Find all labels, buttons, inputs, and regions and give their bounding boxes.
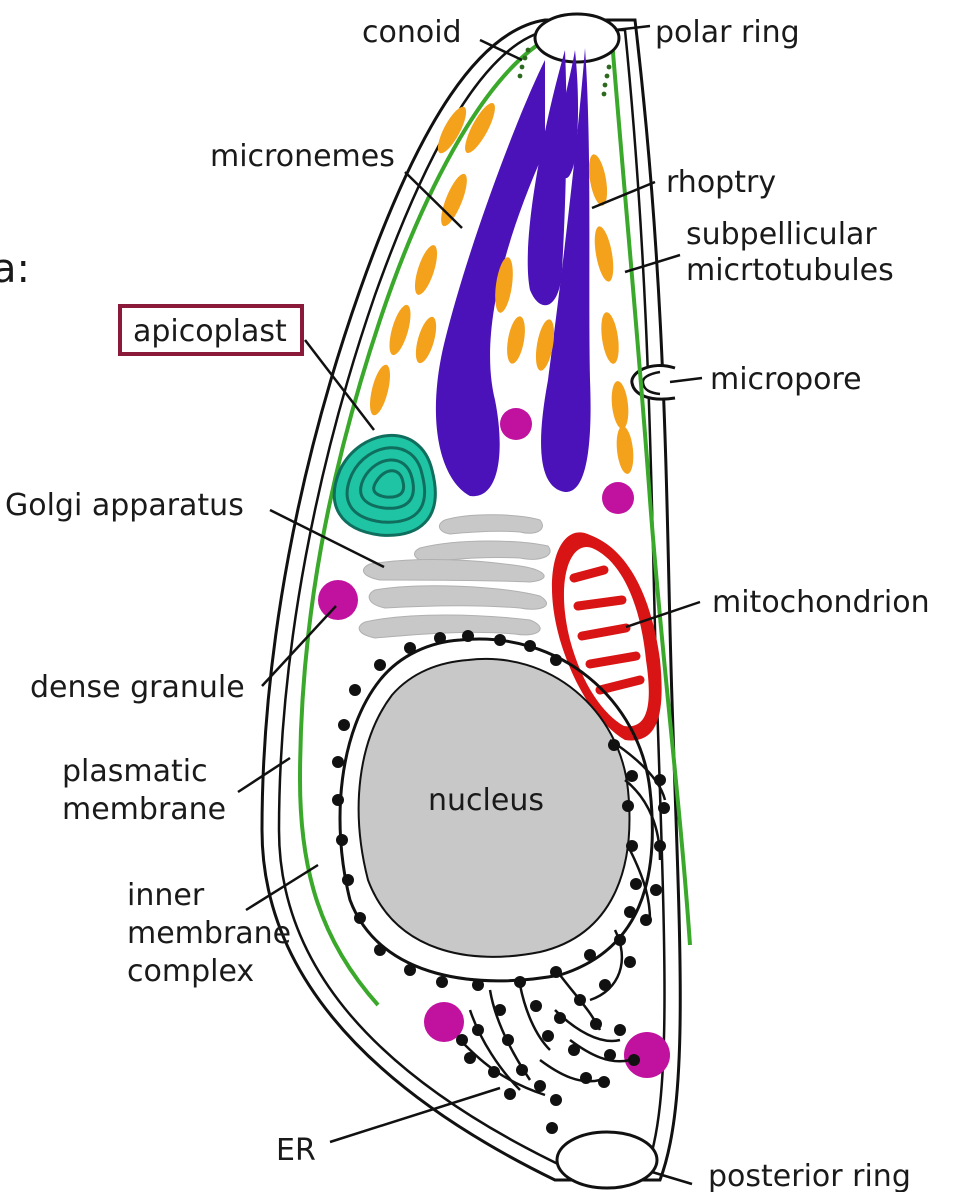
label-micronemes: micronemes bbox=[210, 139, 395, 174]
cropped-text: a: bbox=[0, 246, 30, 292]
label-subpellicular-2: micrtotubules bbox=[686, 253, 894, 288]
label-plasmatic-2: membrane bbox=[62, 792, 226, 827]
label-polar-ring: polar ring bbox=[655, 15, 800, 50]
label-conoid: conoid bbox=[362, 15, 462, 50]
label-inner-3: complex bbox=[127, 954, 254, 989]
label-rhoptry: rhoptry bbox=[666, 165, 776, 200]
label-plasmatic-1: plasmatic bbox=[62, 754, 208, 789]
label-inner-2: membrane bbox=[127, 916, 291, 951]
label-er: ER bbox=[276, 1133, 316, 1168]
label-nucleus: nucleus bbox=[428, 783, 544, 818]
label-golgi: Golgi apparatus bbox=[5, 488, 244, 523]
label-mitochondrion: mitochondrion bbox=[712, 585, 930, 620]
label-apicoplast: apicoplast bbox=[133, 314, 287, 349]
posterior-ring bbox=[557, 1132, 657, 1188]
label-micropore: micropore bbox=[710, 362, 862, 397]
label-inner-1: inner bbox=[127, 878, 205, 913]
polar-ring bbox=[535, 14, 619, 62]
label-posterior-ring: posterior ring bbox=[708, 1159, 911, 1192]
label-subpellicular-1: subpellicular bbox=[686, 217, 877, 252]
label-dense-granule: dense granule bbox=[30, 670, 245, 705]
